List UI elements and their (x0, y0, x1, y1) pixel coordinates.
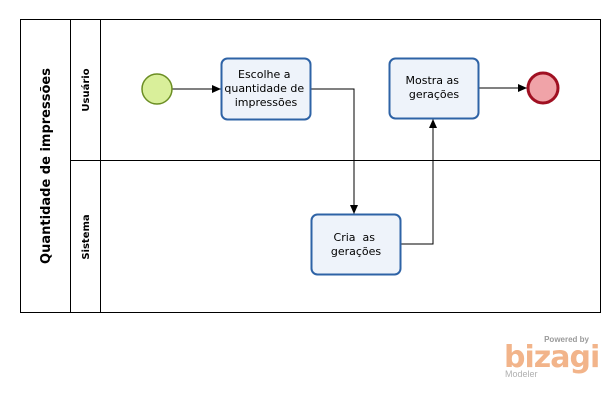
pool-title: Quantidade de impressões (39, 68, 54, 264)
task-mostra-geracoes[interactable]: Mostra as gerações (388, 57, 480, 120)
lane-label-usuario: Usuário (80, 68, 92, 111)
bizagi-branding: Powered by bizagi Modeler (504, 335, 600, 379)
task-label-line: Escolhe a (238, 68, 291, 81)
task-label-line: impressões (235, 96, 298, 109)
svg-text:Cria as gerações: Cria as gerações (331, 231, 382, 258)
task-label-line: gerações (409, 88, 460, 101)
flow-t2-to-t3 (401, 119, 437, 245)
task-label-line: gerações (331, 245, 382, 258)
start-event[interactable] (141, 73, 173, 105)
flow-t1-to-t2 (310, 88, 358, 214)
bizagi-logo: bizagi (504, 340, 599, 375)
task-label-line: quantidade de (224, 82, 304, 95)
sequence-flows (172, 84, 527, 245)
task-escolhe-quantidade[interactable]: Escolhe a quantidade de impressões (220, 57, 312, 121)
svg-text:Mostra as gerações: Mostra as gerações (406, 74, 463, 101)
task-cria-geracoes[interactable]: Cria as gerações (310, 213, 402, 276)
task-label-line: Cria as (334, 231, 376, 244)
svg-text:Escolhe a quantidade de: Escolhe a quantidade de impressões (224, 68, 307, 109)
end-event[interactable] (526, 71, 560, 105)
lane-label-sistema: Sistema (81, 214, 92, 259)
modeler-text: Modeler (505, 369, 538, 379)
task-label-line: Mostra as (406, 74, 460, 87)
powered-by-text: Powered by (544, 335, 589, 344)
